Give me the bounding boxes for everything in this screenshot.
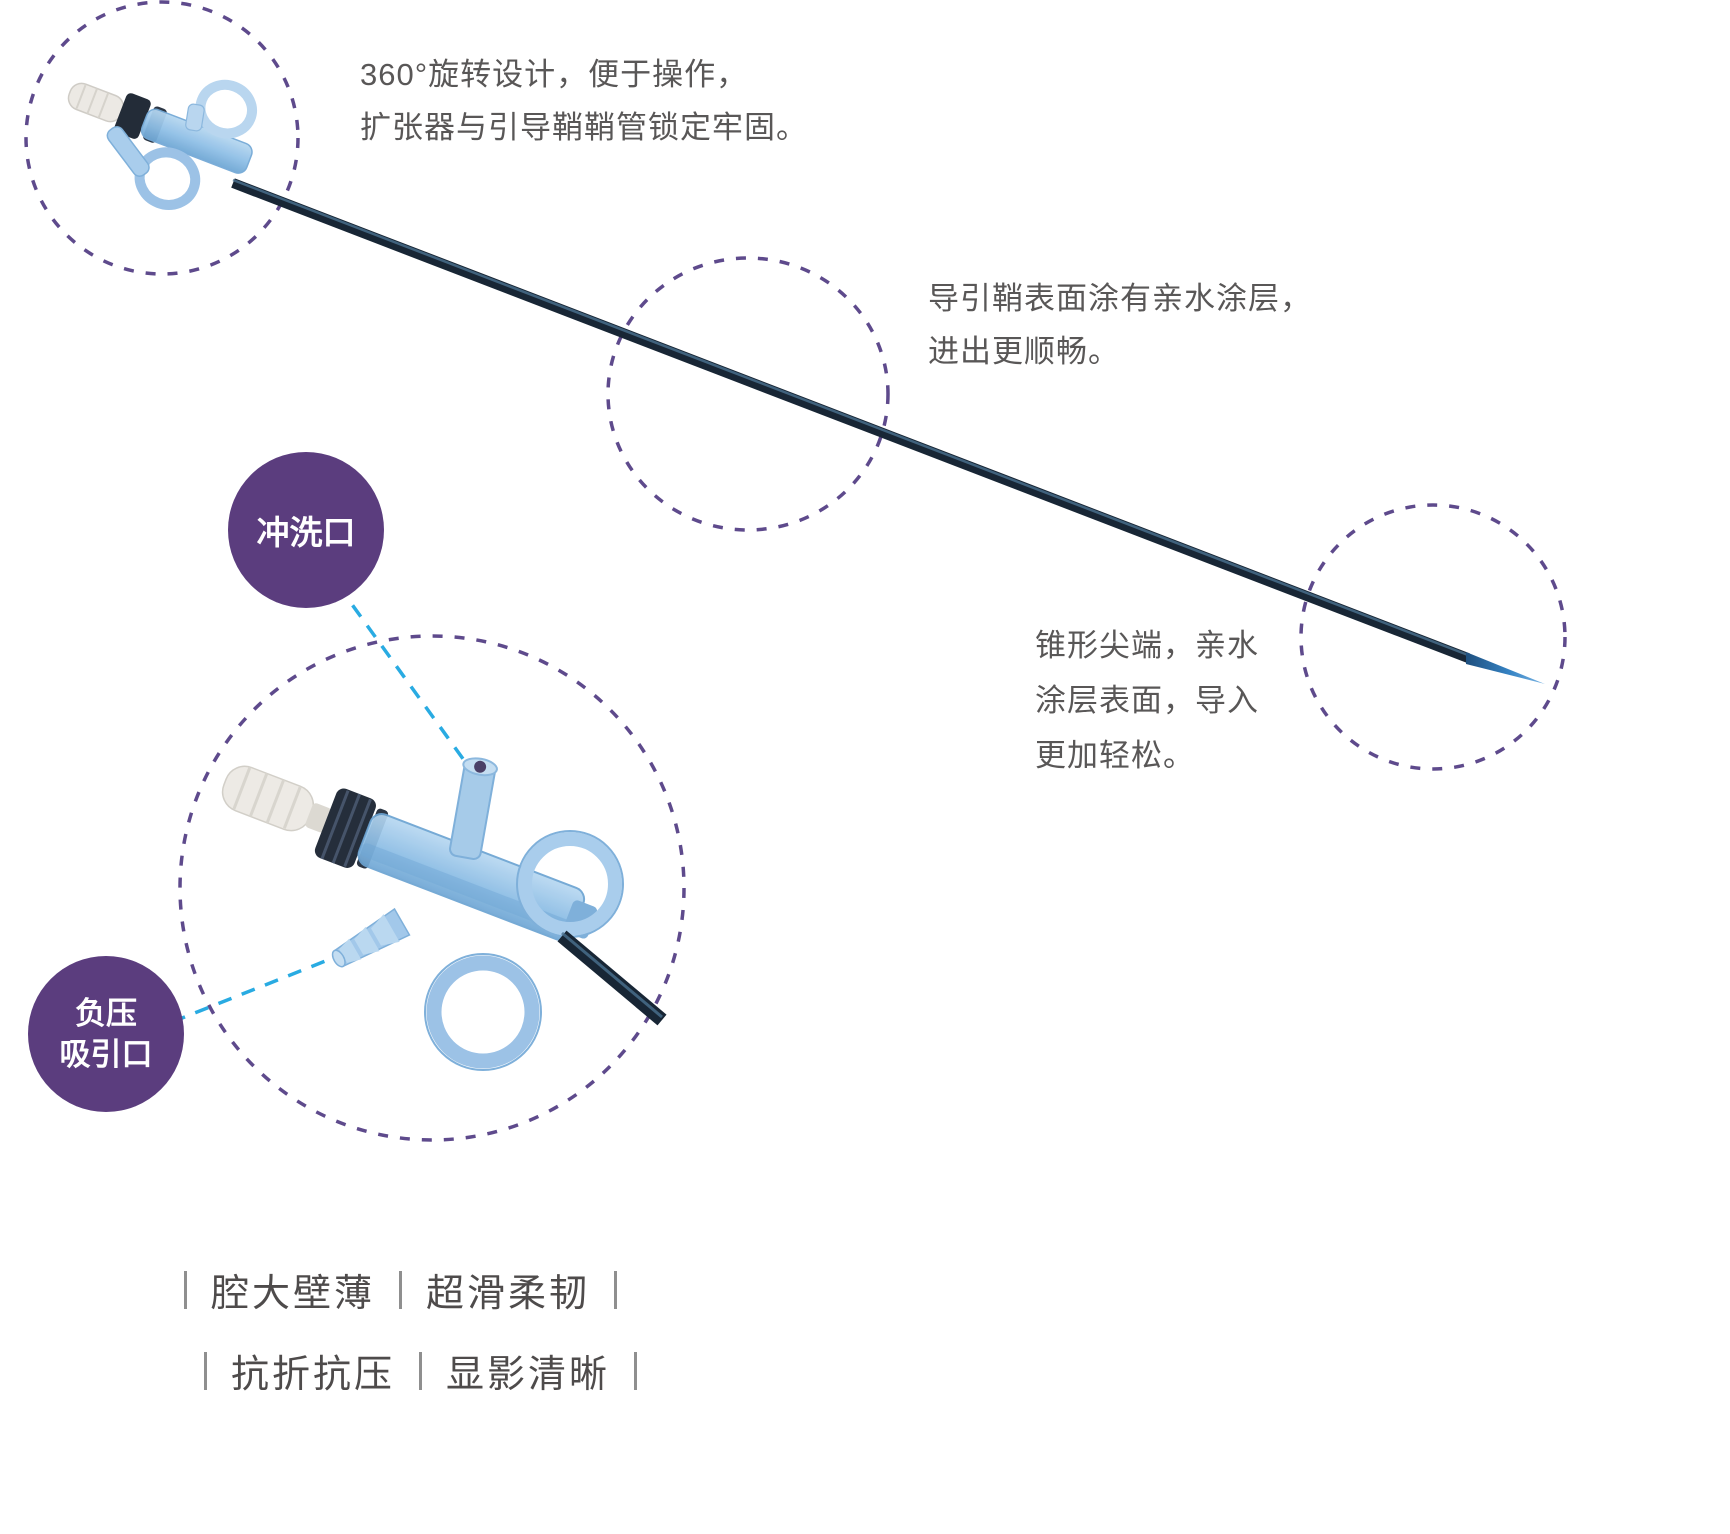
sheath-shaft xyxy=(231,178,1545,684)
connector-lines xyxy=(171,583,468,1024)
highlight-circle-shaft xyxy=(606,256,890,532)
feature-row-1: 腔大壁薄 超滑柔韧 xyxy=(160,1262,661,1317)
annotation-rotation-line1: 360°旋转设计，便于操作， xyxy=(360,57,749,92)
feature-list: 腔大壁薄 超滑柔韧 抗折抗压 显影清晰 xyxy=(160,1262,661,1398)
feature-divider xyxy=(634,1351,638,1390)
tapered-tip xyxy=(1466,652,1545,684)
annotation-coating-line1: 导引鞘表面涂有亲水涂层， xyxy=(928,281,1312,316)
feature-item-kink-resist: 抗折抗压 xyxy=(231,1354,396,1396)
connector-line-flush xyxy=(336,583,468,765)
annotation-tip-line1: 锥形尖端，亲水 xyxy=(1035,628,1259,663)
hub-assembly-small xyxy=(67,79,257,210)
annotation-tip-line2: 涂层表面，导入 xyxy=(1035,683,1259,718)
flush-port-label: 冲洗口 xyxy=(256,514,356,551)
flush-port xyxy=(449,757,498,860)
feature-divider xyxy=(399,1270,403,1309)
feature-item-lumen: 腔大壁薄 xyxy=(211,1273,376,1315)
feature-divider xyxy=(614,1270,618,1309)
suction-port xyxy=(331,907,411,968)
feature-row-2: 抗折抗压 显影清晰 xyxy=(180,1343,661,1398)
suction-port-badge: 负压 吸引口 xyxy=(28,956,184,1112)
ring-handle-lower xyxy=(426,955,540,1069)
ring-handle-upper xyxy=(518,832,622,936)
hub-assembly-enlarged xyxy=(221,757,667,1071)
highlight-circle-hub xyxy=(24,0,300,276)
annotation-rotation-line2: 扩张器与引导鞘鞘管锁定牢固。 xyxy=(360,110,808,145)
feature-item-slippery: 超滑柔韧 xyxy=(426,1273,591,1315)
suction-port-label-line2: 吸引口 xyxy=(59,1037,153,1072)
flush-port-badge: 冲洗口 xyxy=(228,452,384,608)
annotation-coating-line2: 进出更顺畅。 xyxy=(928,334,1120,369)
annotation-rotation-design: 360°旋转设计，便于操作， 扩张器与引导鞘鞘管锁定牢固。 xyxy=(360,48,808,154)
annotation-tip-line3: 更加轻松。 xyxy=(1035,738,1195,773)
feature-item-radiopaque: 显影清晰 xyxy=(446,1354,611,1396)
highlight-circle-hub-enlarged xyxy=(178,634,686,1142)
annotation-tapered-tip: 锥形尖端，亲水 涂层表面，导入 更加轻松。 xyxy=(1035,618,1259,783)
connector-line-suction xyxy=(171,958,329,1024)
feature-divider xyxy=(419,1351,423,1390)
suction-port-label-line1: 负压 xyxy=(75,996,137,1031)
feature-divider xyxy=(184,1270,187,1309)
annotation-hydrophilic-coating: 导引鞘表面涂有亲水涂层， 进出更顺畅。 xyxy=(928,272,1312,378)
highlight-circle-tip xyxy=(1299,503,1567,771)
highlight-circles xyxy=(24,0,1567,1142)
feature-divider xyxy=(204,1351,207,1390)
